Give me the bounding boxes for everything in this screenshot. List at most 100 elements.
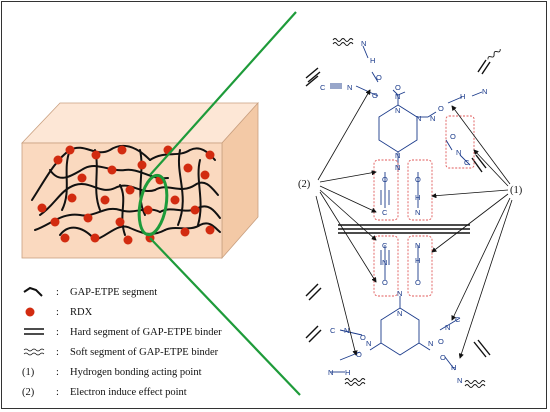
atom-o: O	[382, 175, 388, 184]
soft-segment-chain	[344, 382, 366, 386]
hbond-box-mid-right	[407, 159, 433, 221]
hbond-box-lower-left	[373, 235, 399, 297]
legend-symbol: (1)	[22, 366, 35, 378]
atom-labels: N H O N C O N O N N N O H N O N C N N O …	[320, 39, 487, 385]
atom-n: N	[482, 87, 487, 96]
atom-n: N	[415, 241, 420, 250]
rdx-particle	[100, 195, 110, 205]
soft-segment-chain	[332, 38, 354, 42]
hbond-box-mid-left	[373, 159, 399, 221]
rdx-particle	[115, 217, 125, 227]
atom-n: N	[397, 289, 402, 298]
hard-segment-bars	[305, 59, 491, 358]
legend-label: Electron induce effect point	[70, 386, 187, 398]
atom-n: N	[397, 309, 402, 318]
atom-o: O	[415, 175, 421, 184]
atom-n: N	[382, 258, 387, 267]
atom-o: O	[360, 333, 366, 342]
legend-item-gap-etpe-segment: : GAP-ETPE segment	[56, 286, 158, 298]
rdx-particle	[37, 203, 47, 213]
legend-symbols	[23, 286, 45, 356]
rdx-particle	[77, 173, 87, 183]
legend-symbol: (2)	[22, 386, 35, 398]
callout-hydrogen-bonding: (1)	[510, 185, 523, 196]
hbond-boxes	[373, 115, 475, 297]
block-front-face	[21, 142, 223, 259]
lens-line-bottom	[149, 237, 301, 396]
atom-o: O	[395, 83, 401, 92]
atom-n: N	[361, 39, 366, 48]
rdx-particle	[53, 155, 63, 165]
atom-n: N	[395, 163, 400, 172]
legend-label: Hydrogen bonding acting point	[70, 366, 202, 378]
legend-label: RDX	[70, 306, 93, 318]
legend-label: Soft segment of GAP-ETPE binder	[70, 346, 219, 358]
legend-chain-icon	[23, 286, 43, 297]
soft-segment-chain	[332, 42, 354, 46]
atom-o: O	[372, 91, 378, 100]
legend-label: GAP-ETPE segment	[70, 286, 158, 298]
atom-o: O	[438, 104, 444, 113]
rdx-particle	[180, 227, 190, 237]
rdx-particle	[50, 217, 60, 227]
rdx-particle	[90, 233, 100, 243]
atom-n: N	[456, 148, 461, 157]
atom-n: N	[457, 376, 462, 385]
rdx-particle	[123, 235, 133, 245]
atom-n: N	[445, 323, 450, 332]
rdx-particle	[91, 150, 101, 160]
legend-item-rdx: : RDX	[56, 306, 93, 318]
soft-segment-chain	[464, 384, 486, 388]
legend-soft-icon	[23, 348, 45, 356]
atom-n: N	[416, 114, 421, 123]
rdx-ring-bottom	[380, 307, 420, 356]
atom-c: C	[382, 241, 388, 250]
lens-line-top	[149, 11, 297, 176]
atom-o: O	[450, 132, 456, 141]
legend-item-hydrogen-bonding: (1): Hydrogen bonding acting point	[22, 363, 202, 381]
hbond-box-top-right	[445, 115, 475, 169]
composite-block	[21, 101, 259, 260]
atom-n: N	[428, 339, 433, 348]
rdx-particle	[205, 150, 215, 160]
rdx-particle	[205, 225, 215, 235]
rdx-particle	[83, 213, 93, 223]
zoom-lens	[137, 11, 301, 396]
atom-c: C	[455, 315, 461, 324]
block-top-face	[21, 102, 259, 144]
atom-n: N	[395, 92, 400, 101]
atom-o: O	[438, 337, 444, 346]
atom-h: H	[370, 56, 375, 65]
rdx-particle	[170, 195, 180, 205]
lens-ellipse	[137, 173, 169, 237]
legend-item-soft-segment: : Soft segment of GAP-ETPE binder	[56, 346, 219, 358]
atom-h: H	[451, 363, 456, 372]
rdx-particle	[117, 145, 127, 155]
callout-electron-effect: (2)	[298, 179, 311, 190]
soft-segment-chain	[464, 380, 486, 384]
rdx-particle	[107, 165, 117, 175]
atom-n: N	[395, 151, 400, 160]
atom-n: N	[395, 106, 400, 115]
rdx-particle	[65, 145, 75, 155]
atom-o: O	[356, 350, 362, 359]
atom-o: O	[376, 73, 382, 82]
atom-h: H	[345, 368, 350, 377]
soft-segment-chain	[344, 378, 366, 382]
rdx-particle	[190, 205, 200, 215]
atom-n: N	[430, 114, 435, 123]
atom-o: O	[415, 278, 421, 287]
rdx-particle	[67, 193, 77, 203]
atom-o: O	[382, 278, 388, 287]
callout-arrows	[315, 90, 513, 358]
rdx-particle	[200, 170, 210, 180]
soft-segment-chain	[487, 49, 501, 60]
rdx-particle	[125, 185, 135, 195]
legend-label: Hard segment of GAP-ETPE binder	[70, 326, 222, 338]
rdx-particle	[143, 205, 153, 215]
atom-n: N	[415, 208, 420, 217]
rdx-particle	[183, 163, 193, 173]
